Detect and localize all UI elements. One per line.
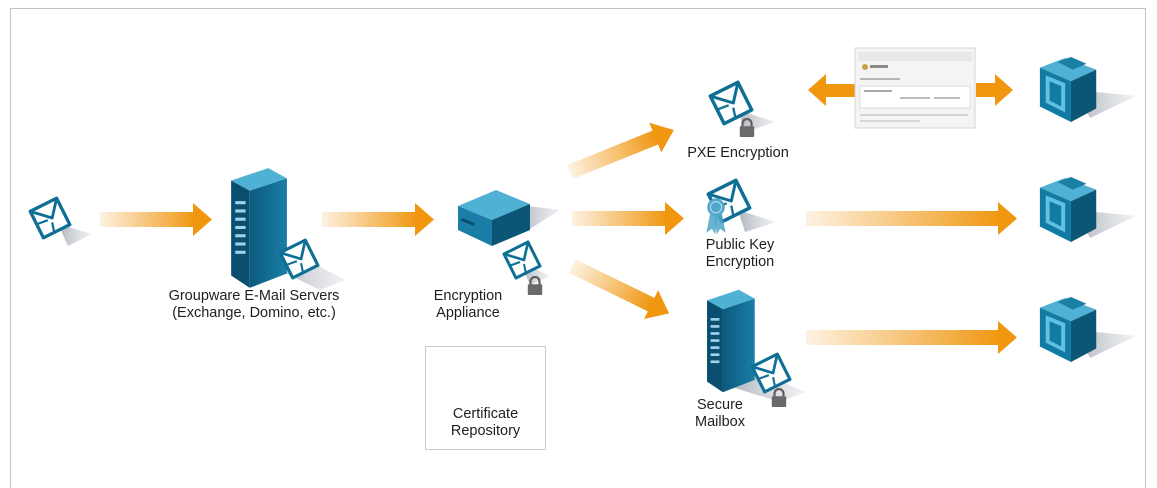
arrow-groupware-to-appliance: [322, 203, 434, 236]
cert-label-line1: Certificate: [452, 406, 519, 422]
mailbox-label-line2: Mailbox: [695, 414, 745, 430]
pxe-label-text: PXE Encryption: [687, 145, 789, 161]
arrow-appliance-to-publickey: [572, 202, 684, 235]
mailbox-label-line1: Secure: [697, 397, 743, 413]
groupware-label-line2: (Exchange, Domino, etc.): [172, 305, 336, 321]
appliance-label-line1: Encryption: [433, 288, 503, 304]
publickey-label-line2: Encryption: [705, 254, 775, 270]
recipient-box-icon-1: [1039, 56, 1136, 123]
cert-label: Certificate Repository: [425, 406, 546, 440]
mailbox-label: Secure Mailbox: [680, 397, 760, 431]
diagram-frame: [10, 8, 1146, 488]
sender-envelope-icon: [28, 196, 92, 246]
appliance-label: Encryption Appliance: [420, 288, 516, 322]
publickey-envelope-icon: [705, 178, 776, 235]
groupware-server-icon: [231, 168, 345, 290]
publickey-label: Public Key Encryption: [680, 237, 800, 271]
cert-label-line2: Repository: [450, 423, 521, 439]
arrow-appliance-to-mailbox: [568, 259, 670, 319]
arrow-mailbox-to-recipient-3: [806, 321, 1017, 354]
publickey-label-line1: Public Key: [705, 237, 775, 253]
groupware-label-line1: Groupware E-Mail Servers: [168, 288, 340, 304]
pxe-label: PXE Encryption: [668, 145, 808, 162]
arrow-appliance-to-pxe: [567, 122, 674, 179]
groupware-label: Groupware E-Mail Servers (Exchange, Domi…: [154, 288, 354, 322]
appliance-label-line2: Appliance: [436, 305, 500, 321]
arrow-portal-to-recipient-1: [976, 74, 1013, 106]
pxe-envelope-icon: [708, 80, 775, 138]
arrow-publickey-to-recipient-2: [806, 202, 1017, 235]
encryption-appliance-icon: [458, 190, 560, 296]
arrow-sender-to-groupware: [100, 203, 212, 236]
flow-arrows: [100, 74, 1017, 354]
web-portal-screenshot: [854, 47, 976, 129]
recipient-box-icon-3: [1039, 296, 1136, 363]
secure-mailbox-server-icon: [707, 289, 805, 408]
certificate-repository-box: [425, 346, 546, 450]
recipient-box-icon-2: [1039, 176, 1136, 243]
arrow-portal-to-pxe: [808, 74, 855, 106]
